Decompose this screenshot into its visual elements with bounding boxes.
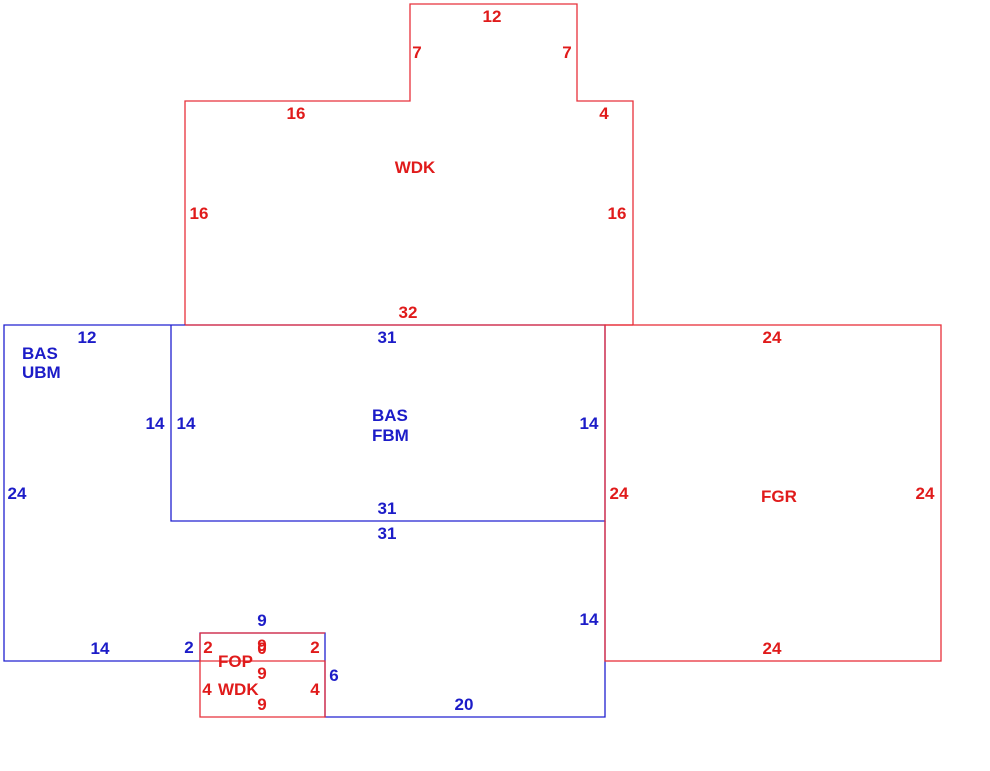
dim-label: 16 xyxy=(287,104,306,123)
dim-label: 14 xyxy=(580,414,599,433)
dim-label: 6 xyxy=(329,666,338,685)
bas-fbm-code1: BAS xyxy=(372,406,408,425)
dim-label: 31 xyxy=(378,328,397,347)
dim-label: 32 xyxy=(399,303,418,322)
dim-label: 2 xyxy=(203,638,212,657)
dim-label: 24 xyxy=(763,328,782,347)
dim-label: 14 xyxy=(146,414,165,433)
dim-label: 2 xyxy=(310,638,319,657)
dim-label: 16 xyxy=(608,204,627,223)
fgr-code: FGR xyxy=(761,487,797,506)
dim-label: 24 xyxy=(8,484,27,503)
fop-code: FOP xyxy=(218,652,253,671)
dim-label: 9 xyxy=(257,611,266,630)
fop-outline xyxy=(199,633,326,718)
dim-label: 12 xyxy=(483,7,502,26)
wdk-top-outline xyxy=(184,3,634,325)
wdk-top-code: WDK xyxy=(395,158,436,177)
fgr-outline xyxy=(604,324,942,662)
bas-fbm-code2: FBM xyxy=(372,426,409,445)
dim-label: 31 xyxy=(378,499,397,518)
dim-label: 4 xyxy=(310,680,320,699)
dim-label: 9 xyxy=(257,695,266,714)
dim-label: 14 xyxy=(580,610,599,629)
dim-label: 14 xyxy=(91,639,110,658)
bas-ubm-outline xyxy=(3,324,200,662)
dim-label: 9 xyxy=(257,636,266,655)
dim-label: 24 xyxy=(916,484,935,503)
dim-label: 31 xyxy=(378,524,397,543)
dim-label: 16 xyxy=(190,204,209,223)
dim-label: 7 xyxy=(412,43,421,62)
dim-label: 20 xyxy=(455,695,474,714)
dim-label: 4 xyxy=(599,104,609,123)
bas-ubm-code1: BAS xyxy=(22,344,58,363)
dim-label: 0 xyxy=(257,639,266,658)
dim-label: 14 xyxy=(177,414,196,433)
dim-label: 7 xyxy=(562,43,571,62)
dim-label: 24 xyxy=(610,484,629,503)
dim-label: 2 xyxy=(184,638,193,657)
wdk-bottom-code: WDK xyxy=(218,680,259,699)
dim-label: 4 xyxy=(202,680,212,699)
dim-label: 24 xyxy=(763,639,782,658)
dim-label: 9 xyxy=(257,664,266,683)
bas-ubm-code2: UBM xyxy=(22,363,61,382)
dim-label: 12 xyxy=(78,328,97,347)
